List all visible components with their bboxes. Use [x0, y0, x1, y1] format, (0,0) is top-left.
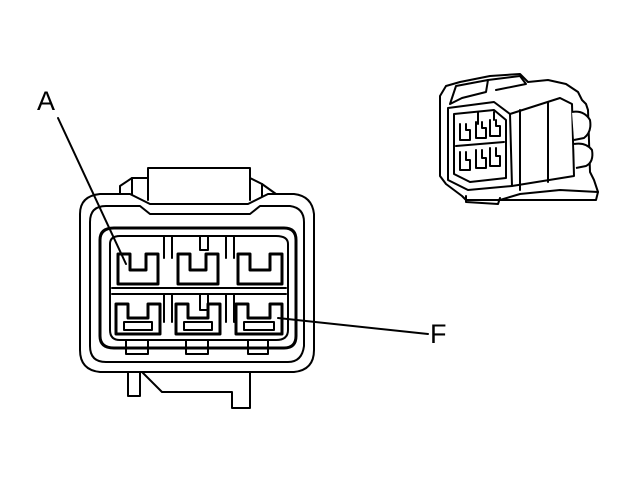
leader-line-a [57, 117, 127, 265]
terminal-cavity-e [174, 302, 222, 336]
terminal-row-upper [116, 252, 284, 286]
callout-label-a: A [37, 86, 56, 116]
connector-iso-body [439, 73, 599, 205]
terminal-row-lower [114, 302, 284, 336]
terminal-cavity-a [116, 252, 160, 286]
terminal-cavity-c [236, 252, 284, 286]
terminal-cavity-d [114, 302, 162, 336]
terminal-cavity-f [234, 302, 284, 336]
leader-line-f [277, 317, 429, 335]
callout-label-f: F [430, 319, 447, 349]
terminal-cavity-b [176, 252, 220, 286]
